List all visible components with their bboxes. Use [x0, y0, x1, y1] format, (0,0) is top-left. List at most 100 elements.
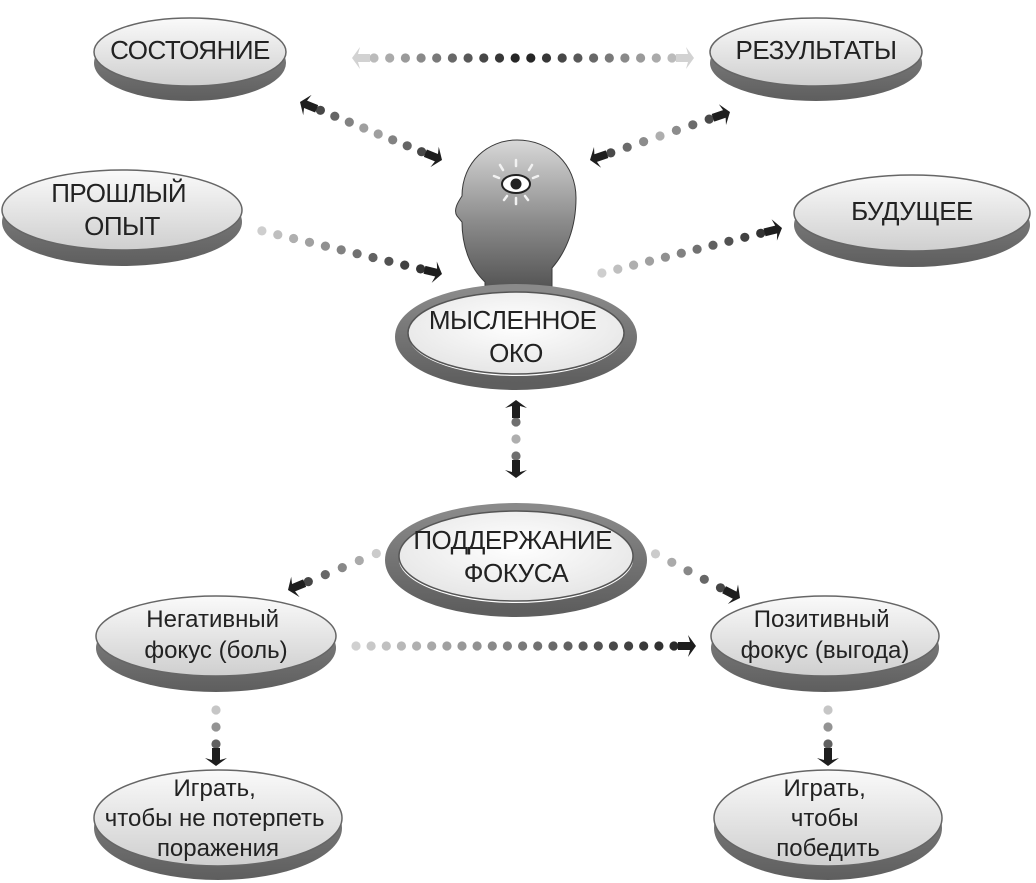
- arrowhead-icon: [505, 400, 527, 418]
- arrowhead-icon: [722, 584, 740, 605]
- connector-negative-playnotlose: [205, 705, 227, 766]
- connector-dot: [510, 53, 520, 63]
- connector-dot: [639, 137, 649, 147]
- connector-dot: [613, 264, 623, 274]
- connector-dot: [644, 256, 655, 266]
- node-play-not-lose-line: поражения: [157, 835, 279, 862]
- node-play-win: Играть, чтобы победить: [713, 769, 943, 880]
- connector-dot: [371, 548, 381, 559]
- node-negative-line: фокус (боль): [144, 637, 287, 664]
- node-mind-eye: МЫСЛЕННОЕ ОКО: [395, 284, 637, 390]
- connector-dot: [402, 141, 412, 151]
- node-mind-eye-line: МЫСЛЕННОЕ: [429, 305, 597, 335]
- connector-dot: [400, 53, 410, 63]
- connector-dot: [304, 237, 315, 247]
- connector-dot: [373, 129, 383, 139]
- connector-dot: [676, 248, 686, 258]
- connector-dot: [396, 641, 406, 651]
- connector-dot: [366, 641, 376, 651]
- connector-mindeye-focus: [505, 400, 527, 478]
- connector-dot: [688, 120, 698, 130]
- arrowhead-icon: [423, 146, 442, 168]
- connector-dot: [351, 641, 361, 651]
- connector-dot: [597, 268, 607, 278]
- node-positive-label: Позитивный фокус (выгода): [741, 606, 910, 664]
- connector-dot: [704, 114, 714, 124]
- connector-results-mindeye: [590, 104, 730, 168]
- connector-dot: [639, 641, 649, 651]
- connector-dot: [655, 131, 665, 141]
- connector-dot: [622, 142, 632, 152]
- connector-dot: [715, 583, 726, 593]
- node-state: СОСТОЯНИЕ: [93, 17, 287, 101]
- connector-dot: [533, 641, 543, 651]
- connector-dot: [606, 148, 616, 158]
- connector-dot: [273, 230, 283, 240]
- connector-dot: [337, 563, 347, 573]
- connector-dot: [315, 105, 325, 115]
- connector-dot: [683, 566, 693, 576]
- arrowhead-icon: [590, 147, 609, 168]
- connector-dot: [667, 53, 677, 63]
- arrowhead-icon: [300, 94, 319, 116]
- connector-dot: [211, 705, 221, 715]
- connector-dot: [417, 147, 427, 157]
- node-positive-line: фокус (выгода): [741, 637, 910, 664]
- connector-dot: [457, 641, 467, 651]
- arrowhead-icon: [817, 748, 839, 766]
- connector-positive-playwin: [817, 705, 839, 766]
- connector-dot: [427, 641, 437, 651]
- connector-dot: [359, 123, 369, 133]
- connector-dot: [211, 739, 221, 749]
- connector-dot: [589, 53, 599, 63]
- node-future-label: БУДУЩЕЕ: [851, 196, 973, 226]
- connector-dot: [442, 641, 452, 651]
- node-past: ПРОШЛЫЙ ОПЫТ: [1, 169, 243, 266]
- connector-dot: [463, 53, 473, 63]
- arrowhead-icon: [505, 460, 527, 478]
- node-play-not-lose-line: чтобы не потерпеть: [105, 805, 325, 832]
- connector-focus-negative: [288, 548, 381, 598]
- node-mind-eye-label: МЫСЛЕННОЕ ОКО: [429, 305, 603, 368]
- arrowhead-icon: [352, 47, 370, 69]
- connectors: [205, 47, 839, 766]
- arrowhead-icon: [678, 635, 696, 657]
- connector-dot: [671, 125, 682, 135]
- connector-dot: [381, 641, 391, 651]
- connector-dot: [502, 641, 512, 651]
- connector-state-mindeye: [300, 94, 442, 168]
- arrowhead-icon: [763, 219, 782, 241]
- connector-dot: [479, 53, 489, 63]
- connector-dot: [368, 252, 378, 263]
- node-results-line: РЕЗУЛЬТАТЫ: [736, 35, 897, 65]
- connector-dot: [669, 641, 679, 651]
- connector-dot: [699, 574, 709, 584]
- connector-dot: [578, 641, 588, 651]
- node-negative-label: Негативный фокус (боль): [144, 606, 287, 664]
- connector-dot: [740, 232, 750, 242]
- connector-past-mindeye: [257, 226, 442, 283]
- arrowhead-icon: [423, 261, 442, 283]
- connector-dot: [487, 641, 497, 651]
- connector-dot: [724, 236, 734, 246]
- connector-dot: [211, 722, 221, 732]
- connector-dot: [654, 641, 664, 651]
- connector-dot: [823, 739, 833, 749]
- connector-dot: [257, 226, 267, 236]
- connector-dot: [354, 555, 364, 566]
- node-mind-eye-line: ОКО: [489, 338, 543, 368]
- connector-dot: [526, 53, 536, 63]
- connector-dot: [511, 417, 521, 427]
- arrowhead-icon: [288, 576, 307, 598]
- connector-dot: [660, 252, 671, 262]
- connector-negative-positive: [351, 635, 696, 657]
- node-play-not-lose-label: Играть, чтобы не потерпеть поражения: [105, 775, 331, 862]
- connector-dot: [620, 53, 630, 63]
- connector-dot: [447, 53, 457, 63]
- node-state-line: СОСТОЯНИЕ: [110, 35, 270, 65]
- connector-dot: [511, 434, 521, 444]
- connector-dot: [388, 135, 398, 145]
- connector-dot: [650, 549, 661, 559]
